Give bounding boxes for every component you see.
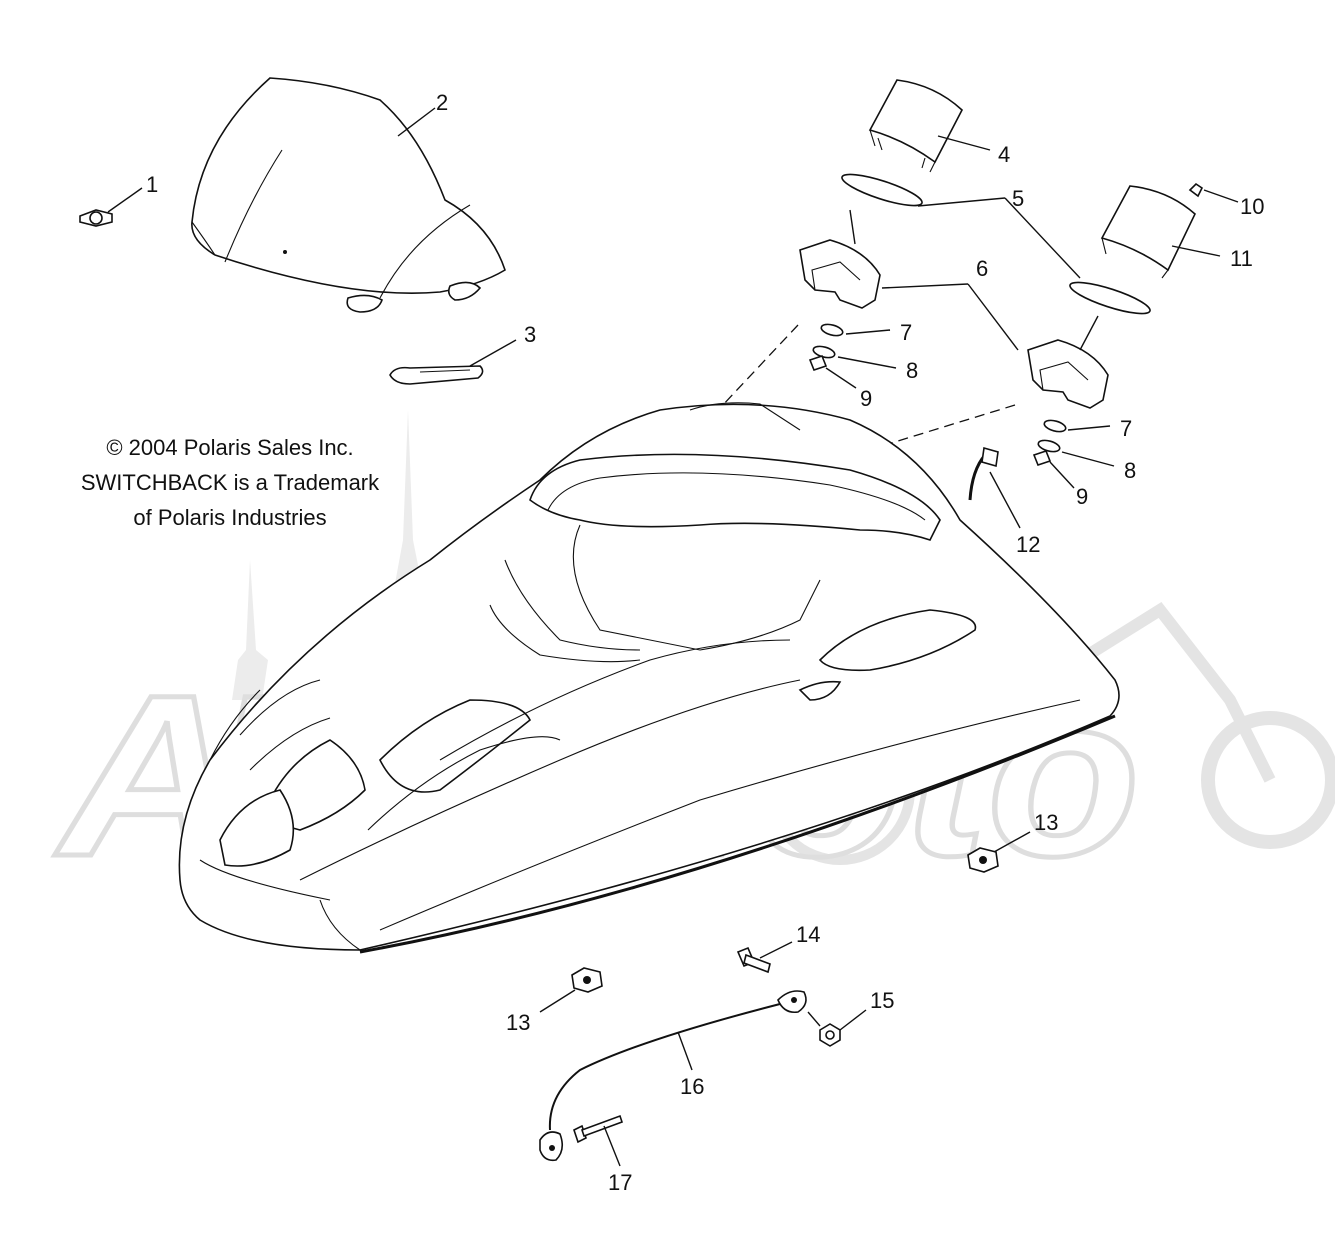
part-17-rivet (573, 1114, 624, 1167)
part-14-bolt (736, 941, 793, 974)
part-13-fastener-right (967, 831, 1031, 873)
callout-10: 10 (1240, 194, 1264, 219)
callout-6: 6 (976, 256, 988, 281)
part-10-clip (1188, 182, 1239, 203)
callout-11: 11 (1230, 246, 1253, 271)
part-15-nut (807, 1009, 867, 1047)
callout-7b: 7 (1120, 416, 1132, 441)
callout-12: 12 (1016, 532, 1040, 557)
callout-2: 2 (436, 90, 448, 115)
callout-labels: 1 2 3 4 5 6 7 8 9 10 11 7 8 9 12 13 13 1… (146, 90, 1264, 1195)
callout-15: 15 (870, 988, 894, 1013)
part-16-tether (539, 990, 807, 1162)
callout-9b: 9 (1076, 484, 1088, 509)
copyright-line-2: SWITCHBACK is a Trademark (80, 470, 380, 495)
copyright-line-3: of Polaris Industries (133, 505, 327, 530)
callout-9a: 9 (860, 386, 872, 411)
callout-1: 1 (146, 172, 158, 197)
part-3-bracket (389, 339, 517, 385)
callout-4: 4 (998, 142, 1010, 167)
callout-13b: 13 (506, 1010, 530, 1035)
part-hood (178, 402, 1120, 954)
callout-14: 14 (796, 922, 820, 947)
callout-13a: 13 (1034, 810, 1058, 835)
part-2-windshield (191, 77, 506, 313)
callout-3: 3 (524, 322, 536, 347)
part-4-gauge-housing (868, 79, 991, 173)
callout-17: 17 (608, 1170, 632, 1195)
copyright-line-1: © 2004 Polaris Sales Inc. (106, 435, 354, 460)
copyright-notice: © 2004 Polaris Sales Inc. SWITCHBACK is … (40, 430, 420, 535)
part-6-bezel (799, 209, 1109, 409)
part-7-8-9-hardware-left (808, 323, 897, 389)
part-5-lens (841, 173, 1151, 315)
callout-5: 5 (1012, 186, 1024, 211)
part-13-fastener-left (539, 967, 603, 1013)
part-11-gauge-housing (1100, 185, 1221, 279)
part-7-8-9-hardware-right (1032, 419, 1115, 489)
callout-7a: 7 (900, 320, 912, 345)
part-1-clip (79, 187, 143, 227)
callout-8a: 8 (906, 358, 918, 383)
callout-8b: 8 (1124, 458, 1136, 483)
callout-16: 16 (680, 1074, 704, 1099)
part-12-connector (968, 446, 1021, 529)
